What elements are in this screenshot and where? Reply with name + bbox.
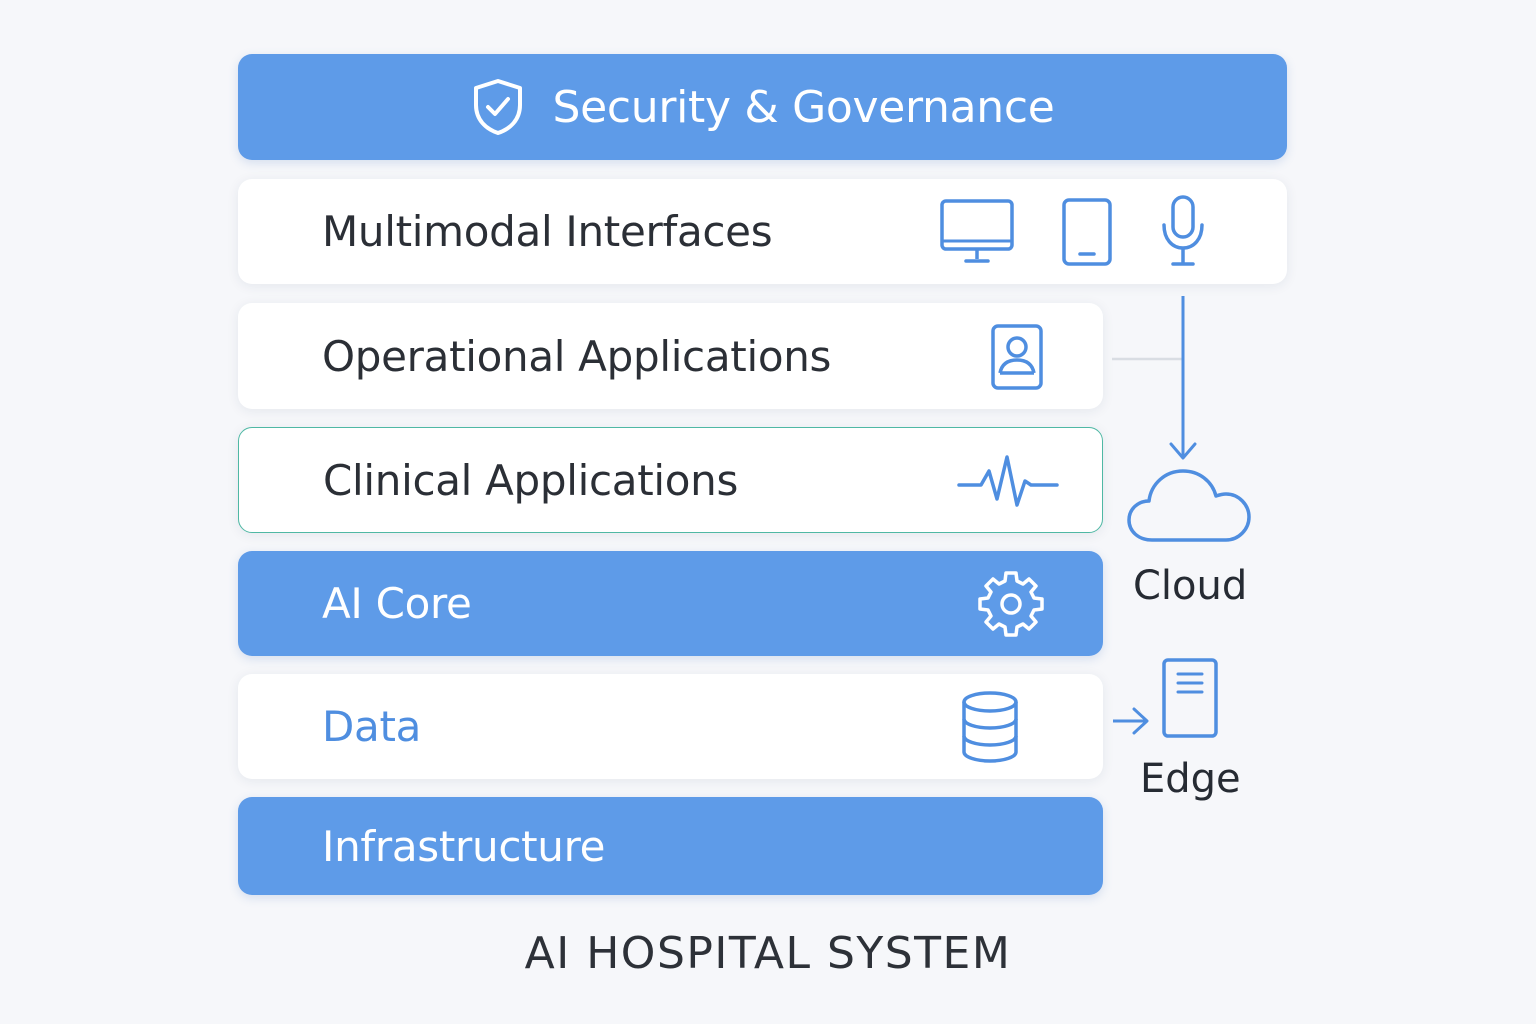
- layer-data: Data: [238, 674, 1103, 779]
- database-icon: [962, 691, 1018, 763]
- shield-check-icon: [474, 79, 523, 135]
- tablet-icon: [1062, 198, 1112, 266]
- data-to-edge-arrow-head: [1132, 707, 1149, 735]
- interfaces-to-cloud-arrow-head: [1169, 442, 1197, 460]
- layer-label-clinical: Clinical Applications: [323, 455, 739, 505]
- layer-infrastructure: Infrastructure: [238, 797, 1103, 895]
- layer-label-ai-core: AI Core: [322, 579, 472, 628]
- gear-icon: [978, 571, 1044, 637]
- security-header-group: Security & Governance: [470, 77, 1055, 137]
- cloud-icon: [1127, 469, 1251, 542]
- layer-label-data: Data: [322, 702, 422, 751]
- monitor-icon: [940, 199, 1014, 263]
- layer-ai-core: AI Core: [238, 551, 1103, 656]
- layer-multimodal-interfaces: Multimodal Interfaces: [238, 179, 1287, 284]
- layer-security-governance: Security & Governance: [238, 54, 1287, 160]
- layer-operational-applications: Operational Applications: [238, 303, 1103, 409]
- id-badge-icon: [991, 324, 1043, 390]
- server-icon: [1162, 658, 1218, 738]
- cloud-label: Cloud: [1133, 563, 1248, 609]
- layer-label-operational: Operational Applications: [322, 331, 832, 381]
- layer-label-infrastructure: Infrastructure: [322, 821, 606, 871]
- diagram-title: AI HOSPITAL SYSTEM: [524, 928, 1012, 979]
- microphone-icon: [1162, 195, 1204, 266]
- layer-clinical-applications: Clinical Applications: [238, 427, 1103, 533]
- heartbeat-icon: [957, 455, 1059, 507]
- layer-label-security: Security & Governance: [552, 81, 1055, 133]
- layer-label-multimodal: Multimodal Interfaces: [322, 207, 773, 256]
- edge-label: Edge: [1140, 756, 1241, 802]
